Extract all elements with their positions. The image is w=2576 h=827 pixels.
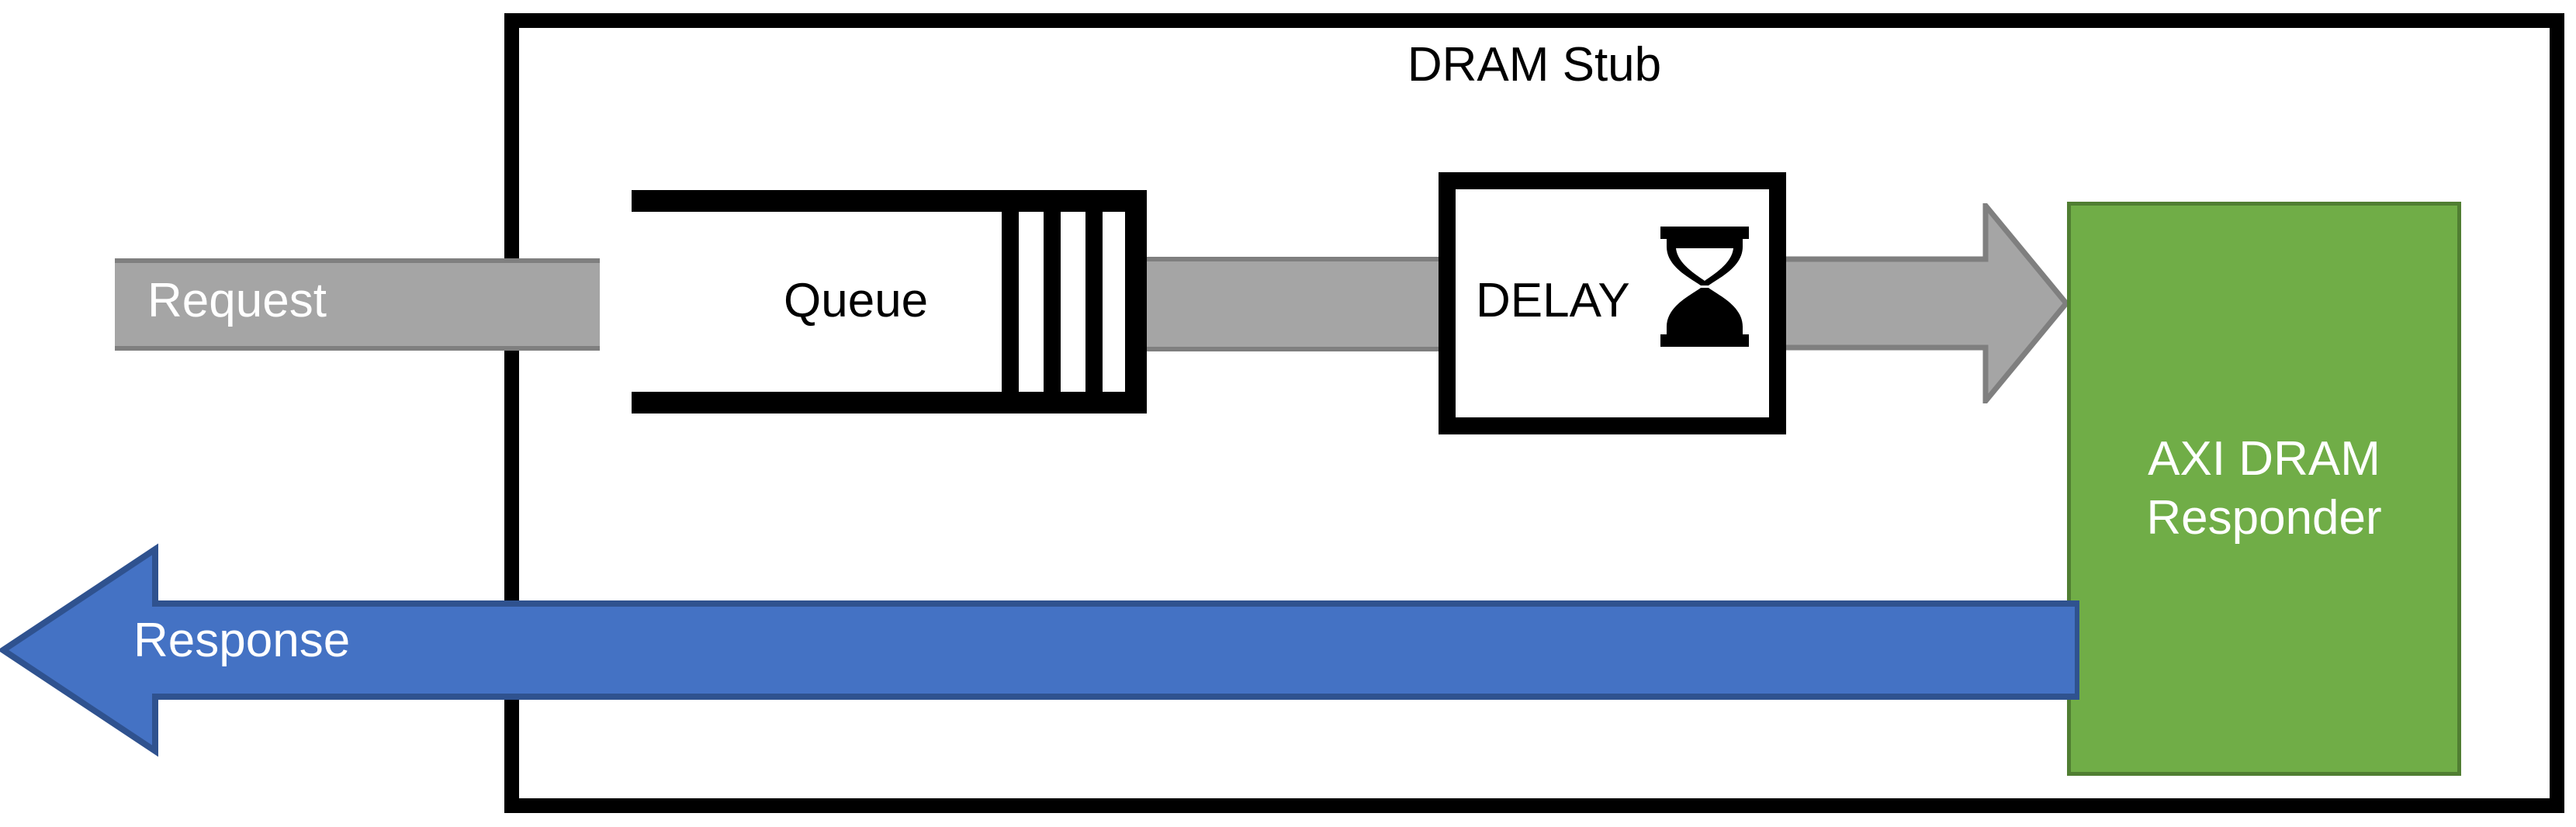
queue-to-delay-connector [1146, 257, 1451, 351]
queue-block [632, 190, 1147, 414]
request-label: Request [147, 274, 327, 327]
delay-label: DELAY [1476, 274, 1630, 327]
request-flow-bar [115, 258, 600, 351]
queue-slot-divider-1 [1002, 212, 1019, 392]
axi-dram-responder-label: AXI DRAM Responder [2146, 432, 2382, 545]
dram-stub-title: DRAM Stub [1407, 38, 1662, 92]
hourglass-icon [1660, 227, 1749, 347]
queue-label: Queue [784, 274, 929, 327]
delay-to-responder-arrow [1780, 203, 2069, 403]
queue-slot-divider-2 [1044, 212, 1061, 392]
axi-dram-responder-block: AXI DRAM Responder [2067, 202, 2461, 776]
response-label: Response [133, 614, 351, 667]
response-flow-arrow [0, 543, 2079, 757]
queue-slot-divider-3 [1085, 212, 1103, 392]
